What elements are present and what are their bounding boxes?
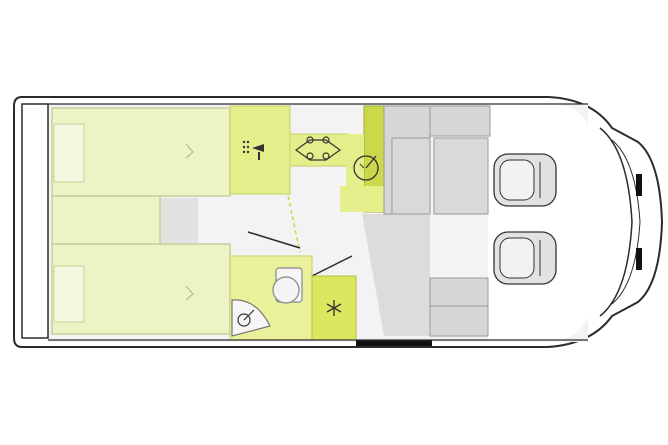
dinette [383,105,491,337]
kitchen [289,105,385,213]
rear-beds [51,107,231,335]
dinette-table [429,277,489,337]
kitchen-side [340,186,384,212]
cab-seats [493,153,557,285]
headlight-top [636,174,642,196]
dinette-seat-left [391,137,431,215]
pillow-upper [53,123,85,183]
aisle-front [362,214,430,336]
dinette-seat-right [433,137,489,215]
toilet [272,267,303,304]
windscreen [599,127,633,317]
kitchen-sink-area [346,134,364,188]
driver-seat [493,231,557,285]
aisle-rear [160,198,198,244]
entrance-door [356,340,432,346]
bed-extension [51,195,161,245]
partition-line [287,195,301,253]
rear-wall [21,103,49,339]
sink-icon [353,155,379,181]
door-swing-1 [247,231,301,249]
shower-icon [242,140,264,160]
pillow-lower [53,265,85,323]
bathroom [229,255,313,341]
passenger-seat [493,153,557,207]
kitchen-hob [289,133,349,167]
shower [229,105,291,195]
aisle [160,198,430,336]
headlight-bottom [636,248,642,270]
door-swing-2 [307,255,353,279]
fridge [311,275,357,341]
cab-area [488,104,592,340]
windscreen-inner [611,139,641,305]
snowflake-icon [326,300,342,316]
wash-basin [231,299,271,337]
hanger-icon [185,143,194,159]
shower-block [229,105,291,195]
hob-icon [294,136,342,161]
hanger-icon [185,285,194,301]
